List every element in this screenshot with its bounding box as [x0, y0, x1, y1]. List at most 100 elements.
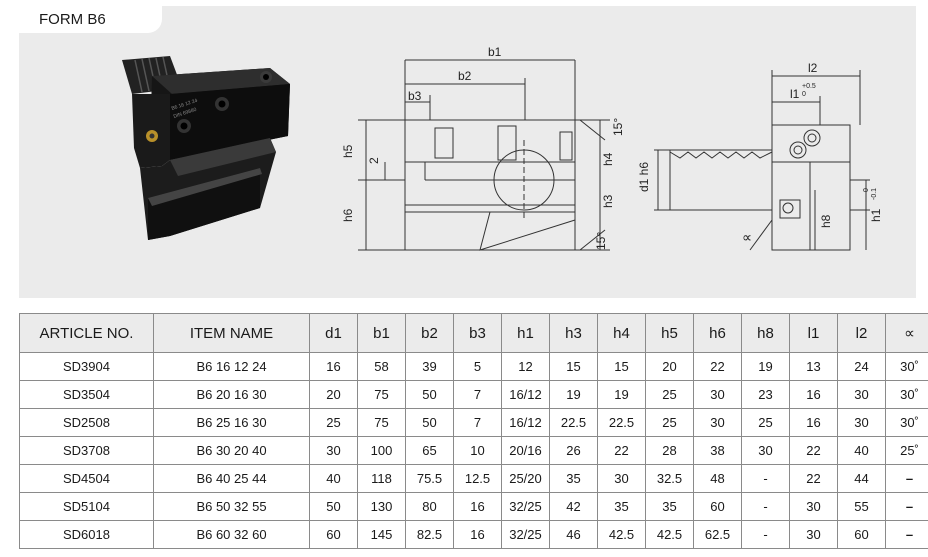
form-title: FORM B6 [19, 6, 162, 33]
table-cell: – [885, 492, 928, 521]
table-cell: B6 50 32 55 [153, 492, 310, 521]
table-cell: SD6018 [19, 520, 154, 549]
table-cell: 10 [453, 436, 502, 465]
table-cell: 100 [357, 436, 406, 465]
dim-h1-tol-upper: 0 [863, 188, 870, 192]
table-cell: 38 [693, 436, 742, 465]
column-header: h3 [549, 313, 598, 353]
table-cell: 30 [837, 380, 886, 409]
table-cell: 145 [357, 520, 406, 549]
table-cell: 118 [357, 464, 406, 493]
table-cell: 13 [789, 352, 838, 381]
table-cell: 30 [837, 408, 886, 437]
table-cell: 35 [549, 464, 598, 493]
table-cell: – [885, 520, 928, 549]
table-cell: 20 [309, 380, 358, 409]
dim-d1h6: d1 h6 [637, 162, 651, 192]
table-cell: 30 [741, 436, 790, 465]
table-cell: B6 16 12 24 [153, 352, 310, 381]
table-cell: 40 [309, 464, 358, 493]
column-header: l2 [837, 313, 886, 353]
table-cell: – [885, 464, 928, 493]
table-cell: 22.5 [549, 408, 598, 437]
dim-2: 2 [367, 157, 381, 164]
table-cell: 22 [597, 436, 646, 465]
table-cell: 23 [741, 380, 790, 409]
table-cell: 22 [693, 352, 742, 381]
column-header: l1 [789, 313, 838, 353]
dim-l2: l2 [808, 61, 818, 75]
dim-h8: h8 [819, 214, 833, 228]
table-cell: 39 [405, 352, 454, 381]
table-cell: 75.5 [405, 464, 454, 493]
dim-h1: h1 [869, 208, 883, 222]
table-cell: 19 [741, 352, 790, 381]
table-cell: 62.5 [693, 520, 742, 549]
table-cell: 42.5 [645, 520, 694, 549]
table-cell: 19 [549, 380, 598, 409]
column-header: ∝ [885, 313, 928, 353]
table-cell: 32/25 [501, 520, 550, 549]
table-cell: 16 [789, 380, 838, 409]
table-cell: 75 [357, 380, 406, 409]
table-cell: 60 [309, 520, 358, 549]
column-header: b1 [357, 313, 406, 353]
table-cell: 22.5 [597, 408, 646, 437]
table-cell: 5 [453, 352, 502, 381]
table-cell: 46 [549, 520, 598, 549]
dim-h6: h6 [341, 208, 355, 222]
dim-h5: h5 [341, 144, 355, 158]
table-cell: 15 [549, 352, 598, 381]
table-cell: 20/16 [501, 436, 550, 465]
table-cell: 25 [741, 408, 790, 437]
column-header: ARTICLE NO. [19, 313, 154, 353]
dim-alpha: ∝ [742, 229, 752, 245]
table-cell: 32/25 [501, 492, 550, 521]
table-cell: 30 [789, 492, 838, 521]
table-cell: 60 [693, 492, 742, 521]
table-cell: 30 [789, 520, 838, 549]
table-cell: 7 [453, 380, 502, 409]
table-cell: 22 [789, 464, 838, 493]
product-photo: B6 16 12 24 DIN 69880 [122, 56, 290, 240]
table-cell: SD3504 [19, 380, 154, 409]
table-cell: - [741, 464, 790, 493]
dim-h1-tol-lower: -0.1 [871, 188, 878, 200]
table-cell: 48 [693, 464, 742, 493]
dim-b1: b1 [488, 45, 502, 59]
table-cell: 16 [453, 492, 502, 521]
table-cell: 16 [453, 520, 502, 549]
table-cell: 35 [645, 492, 694, 521]
table-cell: 26 [549, 436, 598, 465]
table-cell: 25 [645, 380, 694, 409]
table-cell: 25 [309, 408, 358, 437]
table-cell: B6 30 20 40 [153, 436, 310, 465]
column-header: h4 [597, 313, 646, 353]
dim-b3: b3 [408, 89, 422, 103]
table-cell: 19 [597, 380, 646, 409]
column-header: b2 [405, 313, 454, 353]
table-cell: 130 [357, 492, 406, 521]
table-cell: 42.5 [597, 520, 646, 549]
table-cell: 65 [405, 436, 454, 465]
table-cell: 82.5 [405, 520, 454, 549]
table-cell: 58 [357, 352, 406, 381]
dim-h4: h4 [601, 152, 615, 166]
dim-b2: b2 [458, 69, 472, 83]
table-cell: SD4504 [19, 464, 154, 493]
table-cell: 16 [309, 352, 358, 381]
dim-l1: l1 [790, 87, 800, 101]
table-cell: 32.5 [645, 464, 694, 493]
table-cell: 25 [645, 408, 694, 437]
dim-l1-tol-upper: +0.5 [802, 83, 816, 90]
table-cell: 60 [837, 520, 886, 549]
table-cell: 7 [453, 408, 502, 437]
dim-angle-bottom: 15° [594, 232, 608, 250]
table-cell: 16 [789, 408, 838, 437]
